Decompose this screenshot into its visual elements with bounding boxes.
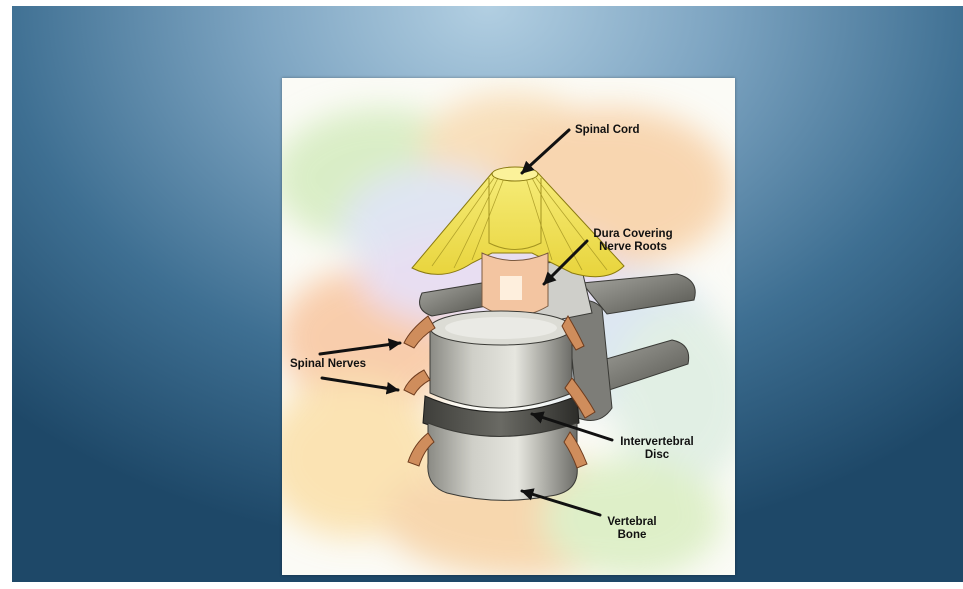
label-disc-line1: Intervertebral [607,436,707,449]
spine-illustration [282,78,735,575]
label-spinal-cord: Spinal Cord [575,124,640,137]
upper-vertebra [430,311,572,408]
label-bone-line2: Bone [587,529,677,542]
label-bone-line1: Vertebral [587,516,677,529]
label-spinal-nerves: Spinal Nerves [290,358,366,371]
slide-background: Spinal Cord Dura Covering Nerve Roots Sp… [12,6,963,582]
label-disc-line2: Disc [607,449,707,462]
label-dura-line2: Nerve Roots [578,241,688,254]
label-dura-line1: Dura Covering [578,228,688,241]
illustration-card: Spinal Cord Dura Covering Nerve Roots Sp… [282,78,735,575]
dura-covering [482,253,548,316]
